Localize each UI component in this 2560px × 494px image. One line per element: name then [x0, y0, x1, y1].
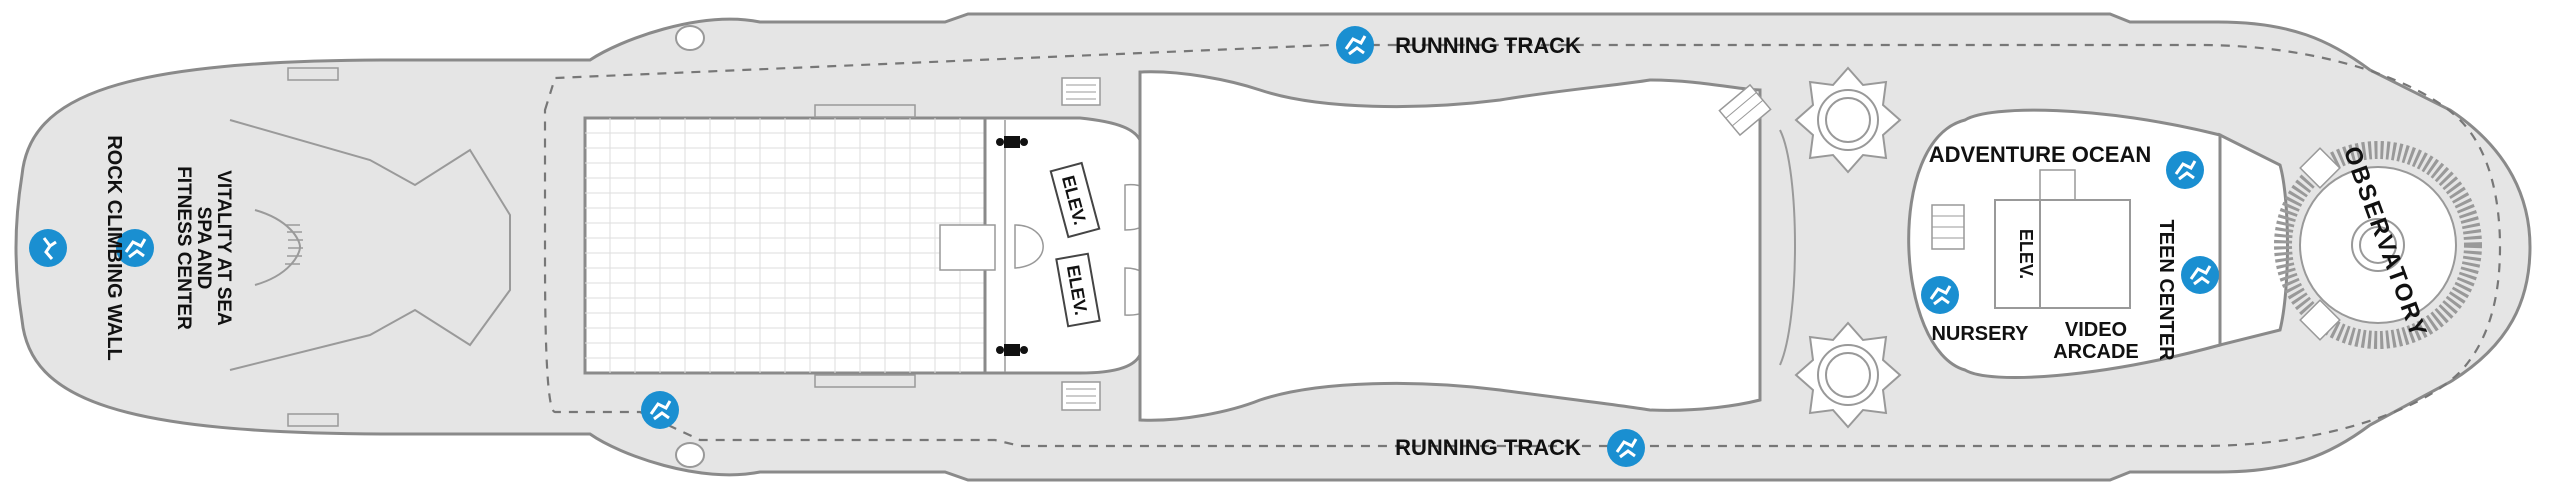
lobby-stair-bottom	[1061, 381, 1101, 411]
bulkhead-right	[1779, 129, 1796, 366]
running-track-label-top: RUNNING TRACK	[1395, 33, 1581, 58]
restroom-icon	[996, 344, 1028, 356]
observatory-stairs-bottom	[2299, 299, 2341, 341]
video-arcade-label-line2: ARCADE	[2053, 341, 2139, 363]
activity-icon	[641, 391, 679, 429]
spa-area-outline	[229, 119, 511, 371]
activity-icon	[2166, 151, 2204, 189]
elevator-1: ELEV.	[1049, 161, 1101, 239]
center-area	[1138, 70, 1762, 422]
porthole-bottom	[675, 442, 705, 468]
observatory-ring	[2274, 141, 2482, 349]
lobby-arch	[1014, 224, 1044, 269]
activity-icon	[1607, 429, 1645, 467]
vitality-spa-label: VITALITY AT SEA SPA AND FITNESS CENTER	[173, 166, 234, 330]
spa-dome	[254, 209, 302, 286]
deck-vent-bottom-left	[287, 413, 339, 427]
sun-deck-bottom	[1794, 321, 1902, 429]
running-track-label-bottom: RUNNING TRACK	[1395, 435, 1581, 460]
kids-elevator-label: ELEV.	[2016, 229, 2036, 279]
kids-elevator-shaft	[1994, 199, 2131, 309]
center-stairs	[1718, 83, 1772, 137]
video-arcade-label-line1: VIDEO	[2065, 319, 2127, 341]
pool-vent-top	[814, 104, 916, 118]
rock-climbing-wall-label: ROCK CLIMBING WALL	[103, 135, 125, 361]
spa-stairs	[285, 224, 303, 265]
vitality-label-line1: VITALITY AT SEA	[213, 170, 234, 326]
kids-stairs-top	[2039, 169, 2076, 203]
activity-icon	[116, 229, 154, 267]
activity-icon	[2181, 256, 2219, 294]
rock-climbing-icon	[29, 229, 67, 267]
sun-deck-top	[1794, 66, 1902, 174]
adventure-ocean-label: ADVENTURE OCEAN	[1929, 142, 2151, 167]
porthole-top	[675, 25, 705, 51]
pool-deck-grid	[585, 118, 986, 373]
restroom-icon	[996, 136, 1028, 148]
lobby-stair-top	[1061, 77, 1101, 106]
elevator-2: ELEV.	[1055, 252, 1101, 328]
vitality-label-line2: SPA AND	[193, 207, 214, 290]
observatory-stairs-top	[2299, 147, 2341, 189]
activity-icon	[1921, 276, 1959, 314]
activity-icon	[1336, 26, 1374, 64]
lobby-stairs	[939, 224, 996, 271]
teen-center-label: TEEN CENTER	[2155, 219, 2177, 361]
nursery-label: NURSERY	[1931, 323, 2029, 345]
running-track-path	[543, 43, 2502, 448]
elevator-lobby	[983, 116, 1142, 375]
pool-vent-bottom	[814, 374, 916, 388]
vitality-label-line3: FITNESS CENTER	[173, 166, 194, 330]
deck-vent-top-left	[287, 67, 339, 81]
